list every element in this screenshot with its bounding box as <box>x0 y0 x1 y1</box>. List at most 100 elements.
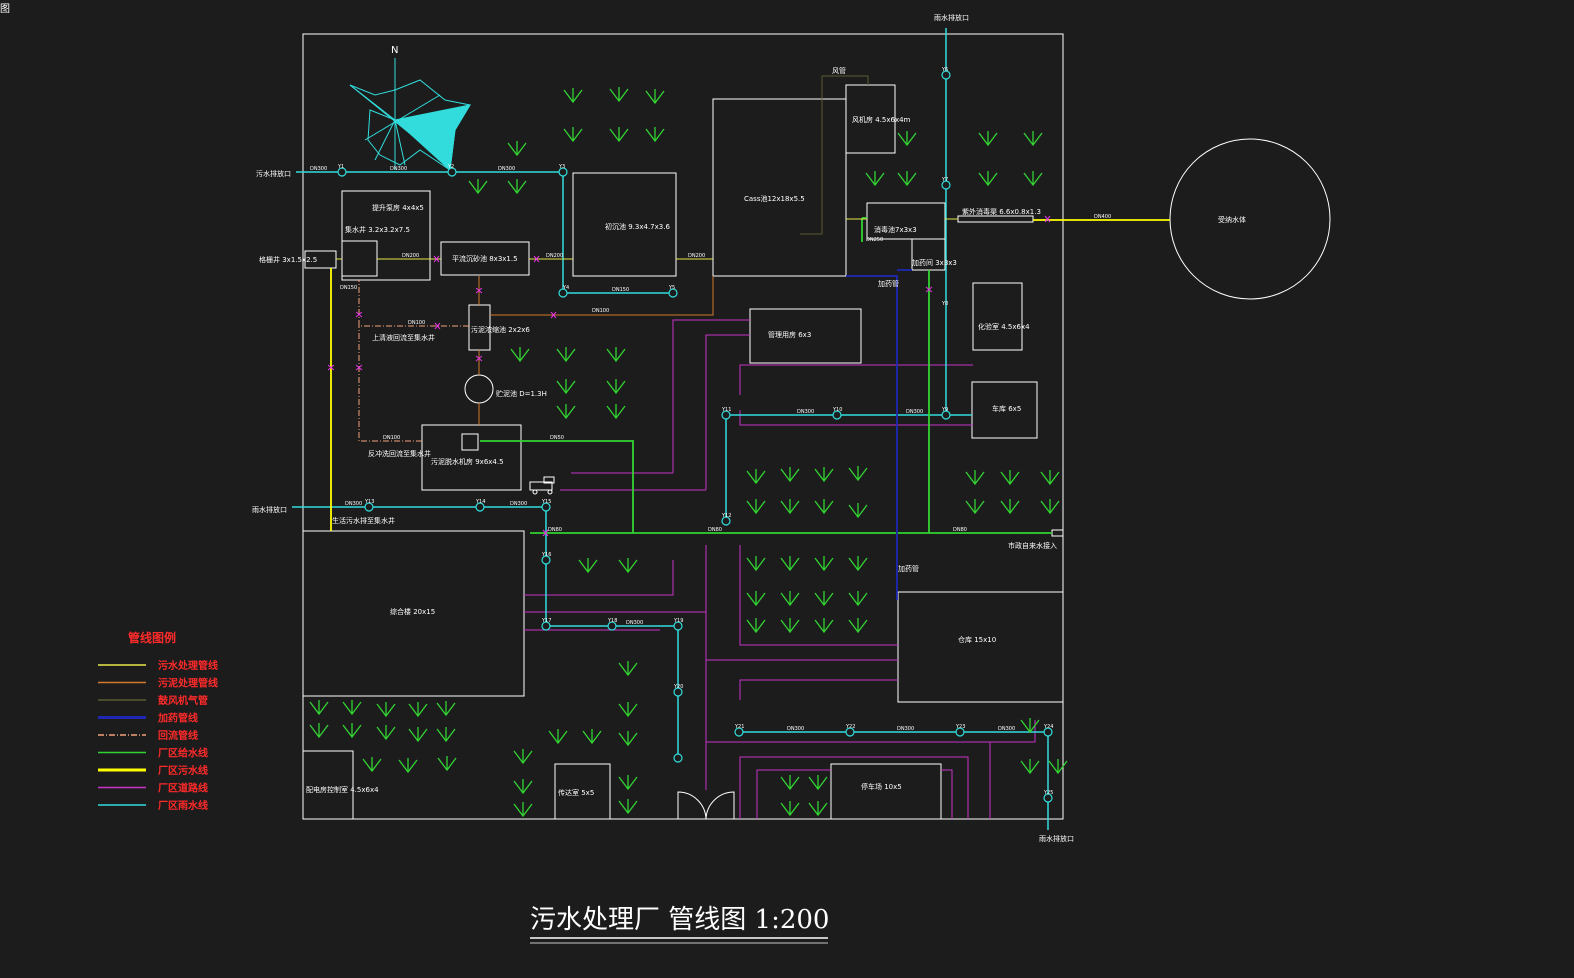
tree-icon <box>746 618 766 634</box>
office-building <box>302 530 525 697</box>
pipe-size-label: DN300 <box>998 726 1015 732</box>
uv-channel <box>957 215 1034 223</box>
node-label: Y8 <box>941 301 948 307</box>
node-label: Y12 <box>721 513 731 519</box>
tree-icon <box>556 379 576 395</box>
tree-icon <box>780 499 800 515</box>
parking-label: 停车场 10x5 <box>861 782 902 791</box>
site-boundary <box>302 33 1064 820</box>
pipe-size-label: DN150 <box>340 285 357 291</box>
tree-icon <box>848 503 868 519</box>
pipe-size-label: DN200 <box>402 253 419 259</box>
wind-rose-icon <box>349 58 472 172</box>
node-label: Y4 <box>562 285 569 291</box>
tree-icon <box>780 801 800 817</box>
pipe-size-label: DN300 <box>626 620 643 626</box>
node-label: Y18 <box>607 618 617 624</box>
node-label: Y9 <box>941 407 948 413</box>
tree-icon <box>814 499 834 515</box>
mgmt-room <box>749 308 862 364</box>
legend-item-label: 加药管线 <box>157 712 198 725</box>
tree-icon <box>510 347 530 363</box>
tree-icon <box>865 171 885 187</box>
node-label: Y21 <box>734 724 744 730</box>
legend-title: 管线图例 <box>128 630 176 645</box>
node-label: Y20 <box>673 684 683 690</box>
return-lines <box>358 280 469 442</box>
pipe-size-label: DN80 <box>953 527 967 533</box>
pipe-size-label: DN200 <box>688 253 705 259</box>
node-label: Y22 <box>845 724 855 730</box>
cass-label: Cass池12x18x5.5 <box>744 194 805 203</box>
power-label: 配电房控制室 4.5x6x4 <box>306 785 379 794</box>
municipal-water-label: 市政自来水接入 <box>1008 541 1057 550</box>
tree-icon <box>513 779 533 795</box>
guard-label: 传达室 5x5 <box>558 788 594 797</box>
tree-icon <box>582 729 602 745</box>
tree-icon <box>978 171 998 187</box>
pipe-size-label: DN400 <box>1094 214 1111 220</box>
primary-label: 初沉池 9.3x4.7x3.6 <box>605 222 670 231</box>
tree-icon <box>1023 171 1043 187</box>
dosing-pipe-label-b: 加药管 <box>898 564 919 573</box>
tree-icon <box>814 556 834 572</box>
tree-icon <box>606 404 626 420</box>
manholes <box>337 70 1053 803</box>
tree-icon <box>606 379 626 395</box>
tree-icon <box>618 775 638 791</box>
node-label: Y1 <box>337 164 344 170</box>
legend: 污水处理管线污泥处理管线鼓风机气管加药管线回流管线厂区给水线厂区污水线厂区道路线… <box>98 659 218 812</box>
tree-icon <box>1020 718 1040 734</box>
blower-label: 风机房 4.5x6x4m <box>852 115 911 124</box>
legend-item-label: 污泥处理管线 <box>158 677 218 690</box>
pipe-size-label: DN300 <box>390 166 407 172</box>
pump-house <box>341 190 431 281</box>
guard-room <box>554 763 611 820</box>
tree-icon <box>513 749 533 765</box>
tree-icon <box>376 725 396 741</box>
tree-icon <box>1040 470 1060 486</box>
main-gate-icon <box>677 791 735 820</box>
dosing-lines <box>846 269 912 600</box>
power-room <box>302 750 354 820</box>
tree-icon <box>618 661 638 677</box>
tree-icon <box>1048 759 1068 775</box>
node-label: Y7 <box>941 177 948 183</box>
office-label: 综合楼 20x15 <box>390 607 435 616</box>
tree-icon <box>309 700 329 716</box>
tree-icon <box>848 618 868 634</box>
tree-icon <box>437 756 457 772</box>
tree-icon <box>436 701 456 717</box>
mgmt-label: 管理用房 6x3 <box>768 330 811 339</box>
primary-tank <box>572 172 677 277</box>
tree-icon <box>362 757 382 773</box>
node-label: Y13 <box>364 499 374 505</box>
tree-icon <box>606 347 626 363</box>
tree-icon <box>808 801 828 817</box>
node-label: Y10 <box>832 407 842 413</box>
pipe-size-label: DN250 <box>866 237 883 243</box>
cass-tank <box>712 98 847 277</box>
sludge-lines <box>478 276 714 425</box>
tree-icon <box>645 89 665 105</box>
tree-icon <box>398 758 418 774</box>
grit-label: 平流沉砂池 8x3x1.5 <box>452 254 518 263</box>
tree-icon <box>746 591 766 607</box>
tree-icon <box>1040 499 1060 515</box>
node-label: Y15 <box>541 499 551 505</box>
pipe-size-label: DN100 <box>383 435 400 441</box>
lab-label: 化验室 4.5x6x4 <box>978 322 1030 331</box>
legend-item-label: 污水处理管线 <box>158 659 218 672</box>
pipe-size-label: DN150 <box>612 287 629 293</box>
tree-icon <box>609 127 629 143</box>
node-label: Y17 <box>541 618 551 624</box>
disinfect-tank <box>866 202 946 240</box>
tree-icon <box>780 556 800 572</box>
pipe-size-label: DN300 <box>906 409 923 415</box>
legend-item-label: 厂区给水线 <box>158 747 208 760</box>
tree-icon <box>342 700 362 716</box>
rain-out-bottom-label: 雨水排放口 <box>1039 834 1074 843</box>
collect-well-label: 集水井 3.2x3.2x7.5 <box>345 225 410 234</box>
dosing-pipe-label-a: 加药管 <box>878 279 899 288</box>
